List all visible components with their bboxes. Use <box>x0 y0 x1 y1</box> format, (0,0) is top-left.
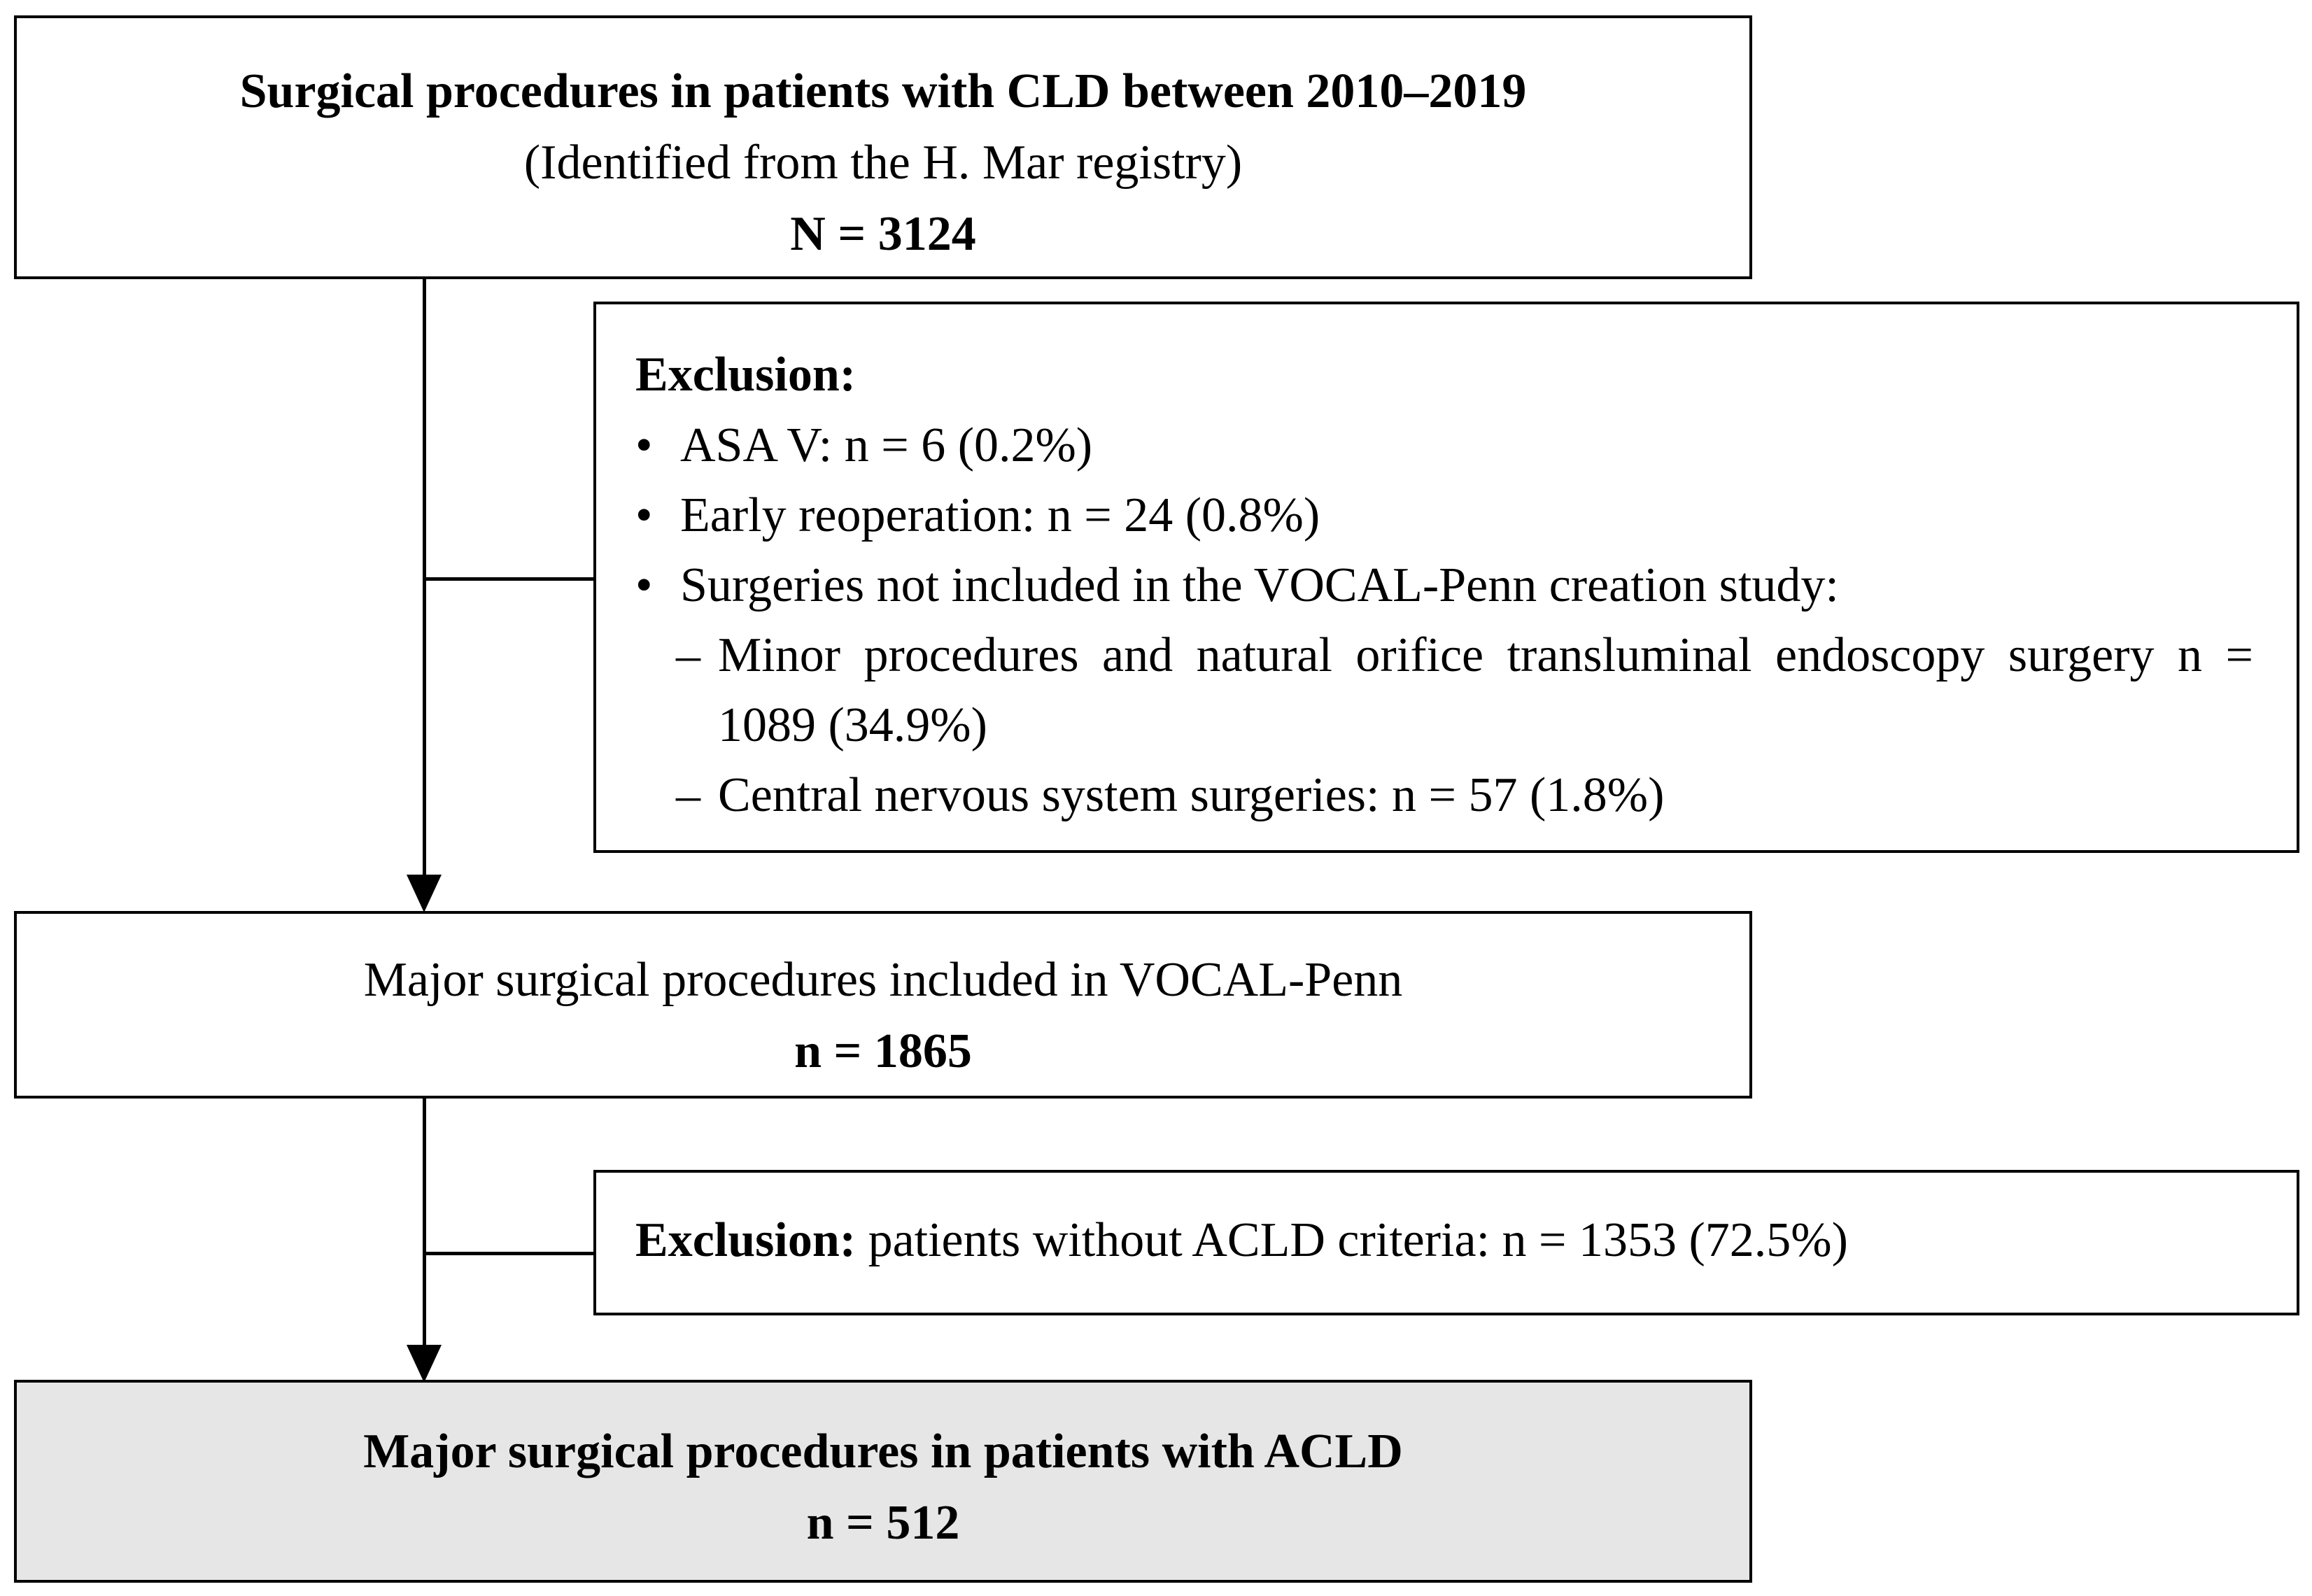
exclusion-box-1: Exclusion: • ASA V: n = 6 (0.2%) • Early… <box>593 302 2299 853</box>
vocal-penn-cohort-count: n = 1865 <box>794 1024 972 1078</box>
exclusion-item-text: ASA V: n = 6 (0.2%) <box>680 418 1093 472</box>
vocal-penn-cohort-box: Major surgical procedures included in VO… <box>14 911 1752 1099</box>
final-cohort-title: Major surgical procedures in patients wi… <box>363 1425 1403 1478</box>
connector-branch-exclusion-2 <box>423 1252 593 1255</box>
exclusion-subitem-text: Central nervous system surgeries: n = 57… <box>718 768 1665 822</box>
exclusion-item-text: Surgeries not included in the VOCAL-Penn… <box>680 558 1839 612</box>
exclusion-1-heading: Exclusion: <box>635 348 857 402</box>
bullet-icon: • <box>635 418 653 472</box>
bullet-icon: • <box>635 488 653 542</box>
exclusion-subitem: – Central nervous system surgeries: n = … <box>635 761 2253 831</box>
exclusion-1-sublist: – Minor procedures and natural orifice t… <box>635 621 2253 831</box>
connector-branch-exclusion-1 <box>423 577 593 581</box>
arrowhead-to-final <box>407 1345 442 1383</box>
dash-icon: – <box>676 628 700 682</box>
initial-cohort-box: Surgical procedures in patients with CLD… <box>14 15 1752 279</box>
initial-cohort-source: (Identified from the H. Mar registry) <box>523 136 1243 190</box>
exclusion-2-heading: Exclusion: <box>635 1213 857 1267</box>
exclusion-item-text: Early reoperation: n = 24 (0.8%) <box>680 488 1320 542</box>
dash-icon: – <box>676 768 700 822</box>
initial-cohort-title: Surgical procedures in patients with CLD… <box>239 64 1527 118</box>
exclusion-subitem: – Minor procedures and natural orifice t… <box>635 621 2253 761</box>
bullet-icon: • <box>635 558 653 612</box>
initial-cohort-count: N = 3124 <box>790 207 976 261</box>
final-cohort-box: Major surgical procedures in patients wi… <box>14 1380 1752 1583</box>
final-cohort-count: n = 512 <box>806 1496 960 1550</box>
exclusion-box-2: Exclusion: patients without ACLD criteri… <box>593 1170 2299 1315</box>
exclusion-2-line: Exclusion: patients without ACLD criteri… <box>635 1205 2297 1276</box>
exclusion-2-text: patients without ACLD criteria: n = 1353… <box>856 1213 1848 1267</box>
exclusion-item: • ASA V: n = 6 (0.2%) <box>635 411 2253 481</box>
connector-middle-to-final <box>423 1099 426 1348</box>
exclusion-subitem-text: Minor procedures and natural orifice tra… <box>718 628 2253 752</box>
exclusion-item: • Early reoperation: n = 24 (0.8%) <box>635 481 2253 551</box>
exclusion-1-list: • ASA V: n = 6 (0.2%) • Early reoperatio… <box>635 411 2253 621</box>
vocal-penn-cohort-title: Major surgical procedures included in VO… <box>363 953 1403 1007</box>
arrowhead-to-middle <box>407 875 442 912</box>
exclusion-item: • Surgeries not included in the VOCAL-Pe… <box>635 551 2253 621</box>
